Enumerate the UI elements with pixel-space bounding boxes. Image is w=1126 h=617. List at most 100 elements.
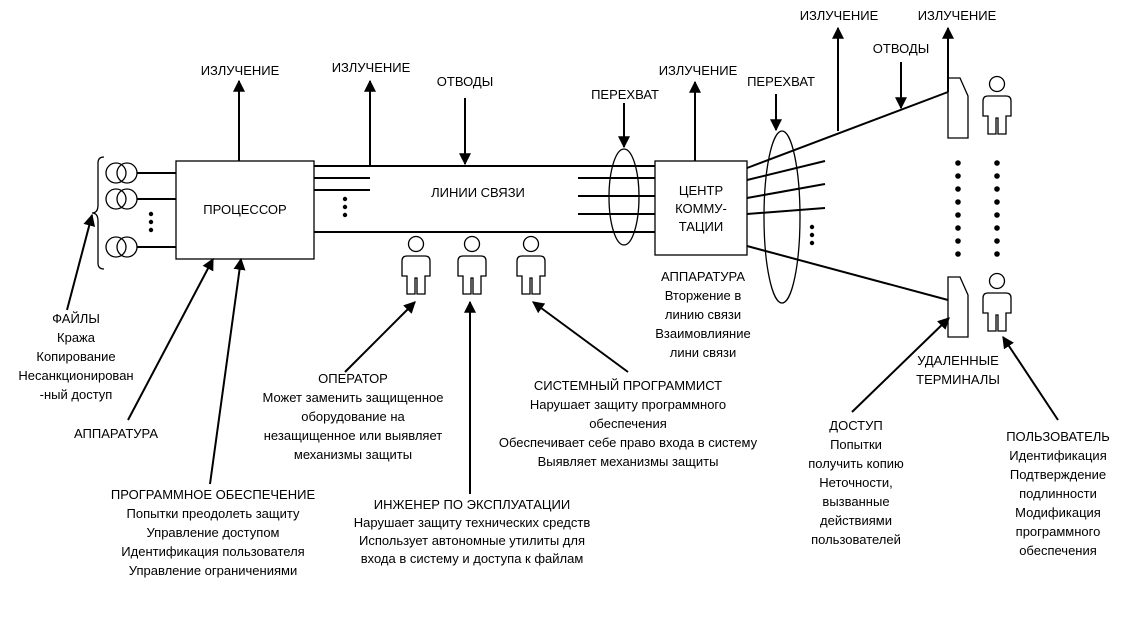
disk-icon — [105, 188, 138, 210]
software-description: ПРОГРАММНОЕ ОБЕСПЕЧЕНИЕ Попытки преодолет… — [111, 487, 316, 578]
engineer-description-line: Использует автономные утилиты для — [359, 533, 585, 548]
files-description-line: ФАЙЛЫ — [52, 311, 100, 326]
access-description-line: получить копию — [808, 456, 904, 471]
processor-label: ПРОЦЕССОР — [203, 202, 286, 217]
operator-description-line: незащищенное или выявляет — [264, 428, 443, 443]
access-description-line: действиями — [820, 513, 892, 528]
taps-label: ОТВОДЫ — [437, 74, 493, 89]
ellipsis-dots — [148, 211, 154, 233]
access-description-line: Неточности, — [819, 475, 892, 490]
access-pointer-arrow — [851, 317, 950, 413]
radiation-label: ИЗЛУЧЕНИЕ — [800, 8, 879, 23]
files-description-line: Кража — [57, 330, 96, 345]
engineer-description-line: ИНЖЕНЕР ПО ЭКСПЛУАТАЦИИ — [374, 497, 570, 512]
disk-icon — [105, 162, 138, 184]
access-description-line: вызванные — [822, 494, 889, 509]
terminals-label-line: УДАЛЕННЫЕ — [917, 353, 999, 368]
terminal-icon — [947, 276, 969, 338]
person-icon — [401, 235, 431, 295]
ellipsis-dots — [342, 196, 348, 218]
processor-box: ПРОЦЕССОР — [175, 160, 315, 260]
software-description-line: Управление доступом — [146, 525, 279, 540]
files-brace — [91, 156, 105, 270]
disk-icon — [105, 236, 138, 258]
intercept-ellipse — [608, 148, 640, 246]
sysprog-pointer-arrow — [532, 301, 629, 373]
switch-hw-description-line: Взаимовлияние — [655, 326, 750, 341]
intercept-ellipse — [763, 130, 801, 304]
sysprog-description: СИСТЕМНЫЙ ПРОГРАММИСТ Нарушает защиту про… — [499, 378, 758, 469]
switch-label-2: КОММУ- — [675, 201, 727, 216]
radiation-label: ИЗЛУЧЕНИЕ — [332, 60, 411, 75]
file-storage — [91, 156, 176, 270]
user-description-line: Модификация — [1015, 505, 1101, 520]
ellipsis-dots — [994, 160, 1000, 257]
files-description-line: -ный доступ — [40, 387, 113, 402]
intercept-label: ПЕРЕХВАТ — [591, 87, 659, 102]
operator-pointer-arrow — [344, 301, 416, 373]
software-description-line: Управление ограничениями — [129, 563, 297, 578]
terminals-label-line: ТЕРМИНАЛЫ — [916, 372, 1000, 387]
intercept-label: ПЕРЕХВАТ — [747, 74, 815, 89]
user-description-line: ПОЛЬЗОВАТЕЛЬ — [1006, 429, 1110, 444]
hardware-label-line: АППАРАТУРА — [74, 426, 158, 441]
software-description-line: Попытки преодолеть защиту — [127, 506, 300, 521]
communication-lines: ЛИНИИ СВЯЗИ — [314, 165, 655, 233]
switch-hw-description-line: линию связи — [665, 307, 741, 322]
access-description-line: пользователей — [811, 532, 901, 547]
software-pointer-arrow — [209, 257, 246, 485]
terminal-icon — [947, 77, 969, 139]
ellipsis-dots — [809, 224, 815, 246]
radiation-label: ИЗЛУЧЕНИЕ — [918, 8, 997, 23]
user-description-line: Идентификация — [1009, 448, 1106, 463]
files-description-line: Копирование — [36, 349, 115, 364]
sysprog-description-line: Обеспечивает себе право входа в систему — [499, 435, 758, 450]
user-description-line: обеспечения — [1019, 543, 1097, 558]
operator-description-line: оборудование на — [301, 409, 405, 424]
engineer-description: ИНЖЕНЕР ПО ЭКСПЛУАТАЦИИ Нарушает защиту т… — [354, 497, 591, 566]
switch-hw-description-line: АППАРАТУРА — [661, 269, 745, 284]
hardware-label: АППАРАТУРА — [74, 426, 158, 441]
user-pointer-arrow — [1002, 335, 1059, 421]
switch-hw-description-line: Вторжение в — [665, 288, 742, 303]
software-description-line: ПРОГРАММНОЕ ОБЕСПЕЧЕНИЕ — [111, 487, 316, 502]
hardware-pointer-arrow — [127, 257, 214, 421]
comm-lines-label: ЛИНИИ СВЯЗИ — [431, 185, 525, 200]
switch-hw-description-line: лини связи — [670, 345, 736, 360]
user-description-line: программного — [1016, 524, 1101, 539]
person-icon — [457, 235, 487, 295]
radiation-label: ИЗЛУЧЕНИЕ — [201, 63, 280, 78]
terminals-label: УДАЛЕННЫЕ ТЕРМИНАЛЫ — [916, 353, 1000, 387]
terminal-lines — [746, 91, 949, 301]
operator-description: ОПЕРАТОР Может заменить защищенное оборудо… — [262, 371, 443, 462]
taps-label: ОТВОДЫ — [873, 41, 929, 56]
operator-description-line: механизмы защиты — [294, 447, 412, 462]
radiation-label: ИЗЛУЧЕНИЕ — [659, 63, 738, 78]
sysprog-description-line: обеспечения — [589, 416, 667, 431]
engineer-description-line: Нарушает защиту технических средств — [354, 515, 591, 530]
user-description-line: Подтверждение — [1010, 467, 1106, 482]
files-description-line: Несанкционирован — [18, 368, 133, 383]
switch-label-1: ЦЕНТР — [679, 183, 723, 198]
person-icon — [982, 75, 1012, 135]
access-description-line: ДОСТУП — [829, 418, 882, 433]
person-icon — [516, 235, 546, 295]
person-icon — [982, 272, 1012, 332]
engineer-description-line: входа в систему и доступа к файлам — [361, 551, 584, 566]
access-description-line: Попытки — [830, 437, 882, 452]
operator-description-line: Может заменить защищенное — [262, 390, 443, 405]
sysprog-description-line: Нарушает защиту программного — [530, 397, 726, 412]
ellipsis-dots — [955, 160, 961, 257]
sysprog-description-line: СИСТЕМНЫЙ ПРОГРАММИСТ — [534, 378, 722, 393]
sysprog-description-line: Выявляет механизмы защиты — [538, 454, 719, 469]
switch-center-box: ЦЕНТР КОММУ- ТАЦИИ — [654, 160, 748, 256]
operator-description-line: ОПЕРАТОР — [318, 371, 388, 386]
files-pointer-arrow — [66, 213, 96, 311]
switch-label-3: ТАЦИИ — [679, 219, 723, 234]
software-description-line: Идентификация пользователя — [121, 544, 304, 559]
